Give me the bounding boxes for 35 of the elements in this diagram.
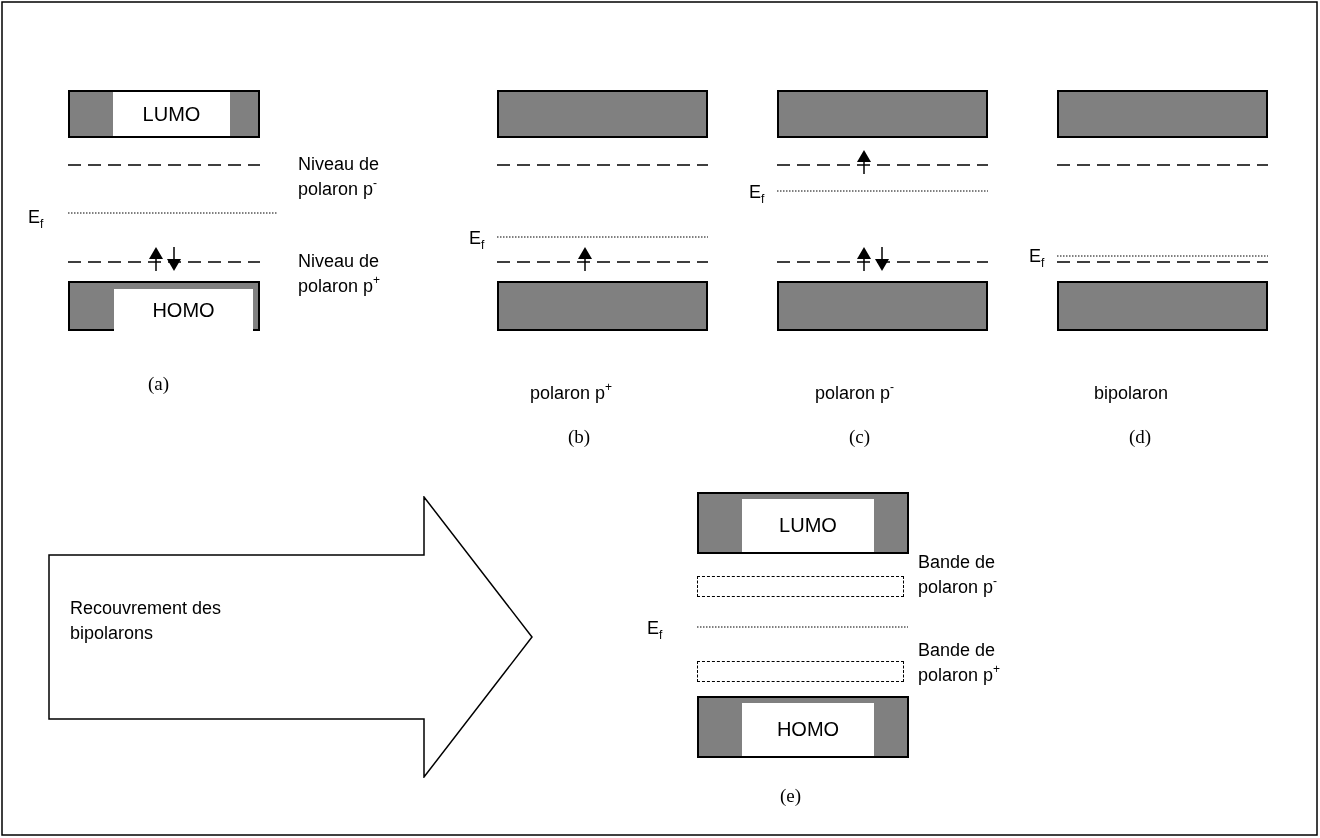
energy-band — [777, 90, 988, 138]
arrow-label: Recouvrement des bipolarons — [70, 597, 223, 645]
energy-band — [68, 90, 260, 138]
fermi-level-label: E$_{f}$ — [1029, 245, 1045, 271]
energy-band — [497, 90, 708, 138]
level-label: polaron p$^{+}$ — [530, 381, 613, 405]
fermi-level-label: E$_{f}$ — [469, 227, 485, 253]
level-label: Bande de polaron p$^{-}$ — [918, 551, 999, 599]
band-label: HOMO — [114, 289, 253, 331]
band-label: LUMO — [742, 499, 874, 552]
level-label: Niveau de polaron p$^{-}$ — [298, 153, 381, 201]
polaron-band-box — [697, 661, 904, 682]
fermi-level-label: E$_{f}$ — [647, 617, 663, 643]
energy-band — [1057, 90, 1268, 138]
fermi-level-label: E$_{f}$ — [749, 181, 765, 207]
level-label: polaron p$^{-}$ — [815, 381, 895, 405]
level-label: bipolaron — [1094, 382, 1169, 405]
energy-band — [697, 696, 909, 758]
panel-caption: (b) — [568, 425, 591, 449]
energy-band — [497, 281, 708, 331]
panel-caption: (c) — [849, 425, 871, 449]
polaron-band-box — [697, 576, 904, 597]
energy-band — [697, 492, 909, 554]
block-arrow — [48, 496, 534, 778]
band-label: LUMO — [113, 92, 230, 136]
energy-band — [68, 281, 260, 331]
panel-caption: (e) — [780, 784, 802, 808]
panel-caption: (d) — [1129, 425, 1152, 449]
fermi-level-label: E$_{f}$ — [28, 206, 44, 232]
panel-caption: (a) — [148, 372, 170, 396]
energy-band — [1057, 281, 1268, 331]
energy-band — [777, 281, 988, 331]
level-label: Niveau de polaron p$^{+}$ — [298, 250, 382, 298]
band-label: HOMO — [742, 703, 874, 756]
level-label: Bande de polaron p$^{+}$ — [918, 639, 1002, 687]
